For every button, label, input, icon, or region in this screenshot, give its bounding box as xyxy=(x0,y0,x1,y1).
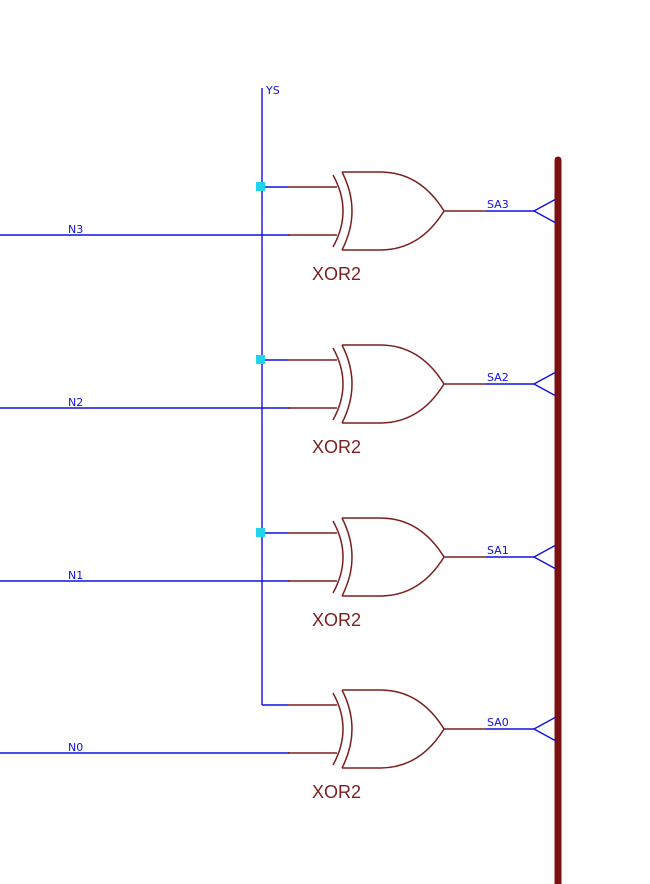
gate-type-label: XOR2 xyxy=(312,610,361,630)
xor-extra-curve xyxy=(332,174,344,248)
xor-extra-curve xyxy=(332,347,344,421)
xor-body xyxy=(342,517,445,597)
gate-type-label: XOR2 xyxy=(312,264,361,284)
xor-body xyxy=(342,344,445,424)
xor-body xyxy=(342,171,445,251)
xor-extra-curve xyxy=(332,692,344,766)
bus-tap-arrow xyxy=(532,371,557,397)
bus-tap-arrow xyxy=(532,544,557,570)
xor-back-curve xyxy=(341,344,353,424)
gate-type-label: XOR2 xyxy=(312,437,361,457)
xor-extra-curve xyxy=(332,520,344,594)
input-net-label: N0 xyxy=(68,741,83,754)
xor-back-curve xyxy=(341,517,353,597)
output-net-label: SA2 xyxy=(487,371,509,384)
bus-tap-arrow xyxy=(532,198,557,224)
output-net-label: SA1 xyxy=(487,544,509,557)
gate-type-label: XOR2 xyxy=(312,782,361,802)
input-net-label: N1 xyxy=(68,569,83,582)
input-net-label: N3 xyxy=(68,223,83,236)
junction-dot xyxy=(256,528,265,537)
output-net-label: SA0 xyxy=(487,716,509,729)
junction-dot xyxy=(256,182,265,191)
input-net-label: N2 xyxy=(68,396,83,409)
xor-back-curve xyxy=(341,689,353,769)
bus-tap-arrow xyxy=(532,716,557,742)
xor-body xyxy=(342,689,445,769)
xor-back-curve xyxy=(341,171,353,251)
ys-net-label: YS xyxy=(265,84,280,97)
junction-dot xyxy=(256,355,265,364)
output-net-label: SA3 xyxy=(487,198,509,211)
